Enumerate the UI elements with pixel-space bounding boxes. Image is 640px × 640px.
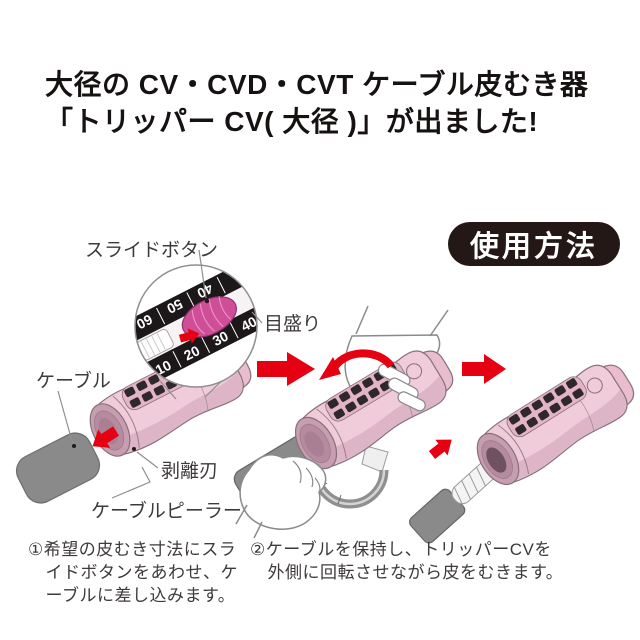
fist-holding-cable xyxy=(235,454,327,539)
cable-label: ケーブル xyxy=(36,369,111,392)
step3-illustration xyxy=(409,351,640,544)
scale-strip-top xyxy=(135,265,257,348)
slide-button-label: スライドボタン xyxy=(85,239,218,261)
cable-dot xyxy=(72,444,76,448)
scale-top-60: 60 xyxy=(134,311,155,332)
magnifier-circle-outline xyxy=(134,264,258,388)
scale-label: 目盛り xyxy=(264,313,321,335)
step-1-instruction: ①希望の皮むき寸法にスラ イドボタンをあわせ、ケ ーブルに差し込みます。 xyxy=(28,540,238,605)
scale-bottom-40: 40 xyxy=(238,313,259,334)
scale-band: 60 50 40 10 20 30 40 xyxy=(134,265,259,387)
callout-labels: スライドボタン 目盛り ケーブル 剥離刃 ケーブルピーラー xyxy=(36,239,321,522)
cable xyxy=(15,432,101,504)
rotation-arrow xyxy=(319,349,395,380)
step-2-instruction: ②ケーブルを保持し、トリッパーCVを 外側に回転させながら皮をむきます。 xyxy=(250,540,564,582)
title-line-1: 大径の CV・CVD・CVT ケーブル皮むき器 xyxy=(45,69,589,100)
scale-leader xyxy=(251,311,263,324)
title-line-2: 「トリッパー CV( 大径 )」が出ました! xyxy=(45,106,539,137)
insert-direction-arrow xyxy=(92,426,119,448)
magnifier-callout: 60 50 40 10 20 30 40 xyxy=(134,264,259,400)
stripping-blade-label: 剥離刃 xyxy=(161,460,218,482)
scale-bottom-20: 20 xyxy=(181,342,202,363)
scale-bottom-10: 10 xyxy=(153,357,174,378)
step-arrow-2 xyxy=(462,354,506,384)
balloon-line-left xyxy=(159,380,177,400)
gripping-fingers xyxy=(377,363,426,412)
page-title: 大径の CV・CVD・CVT ケーブル皮むき器 「トリッパー CV( 大径 )」… xyxy=(45,66,588,140)
pull-out-arrow xyxy=(428,439,452,459)
slide-button-leader xyxy=(198,249,207,299)
scale-top-50: 50 xyxy=(164,296,185,317)
tool-step3 xyxy=(466,351,640,496)
peeler-leader xyxy=(111,466,151,499)
step1-illustration xyxy=(15,332,261,504)
cable-leader xyxy=(57,390,74,444)
usage-method-badge: 使用方法 xyxy=(448,222,620,266)
step-arrow-1 xyxy=(257,352,315,386)
blade-dot xyxy=(132,447,136,451)
cable-peeler-label: ケーブルピーラー xyxy=(91,499,242,522)
step2-illustration xyxy=(233,305,463,539)
slider-direction-arrow xyxy=(178,328,200,344)
blade-leader xyxy=(136,451,159,469)
slide-button-dot xyxy=(204,298,210,304)
